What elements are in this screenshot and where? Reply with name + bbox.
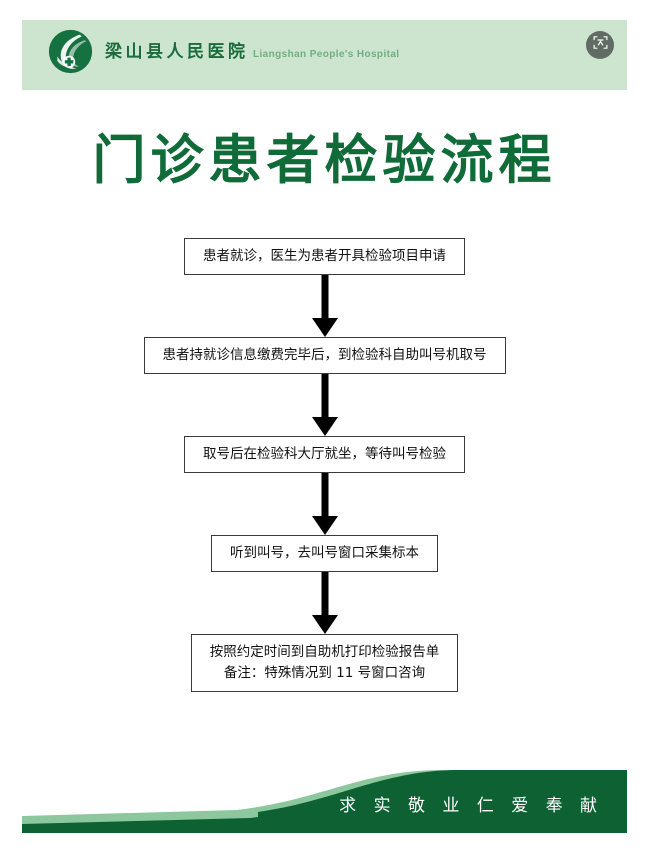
brand-name-en: Liangshan People's Hospital	[252, 48, 400, 60]
flow-step-text: 按照约定时间到自助机打印检验报告单	[209, 643, 440, 660]
down-arrow-icon	[22, 571, 627, 634]
poster-page: 梁山县人民医院 Liangshan People's Hospital 门诊患者…	[22, 20, 627, 838]
down-arrow-icon	[22, 274, 627, 337]
flow-step-text: 取号后在检验科大厅就坐，等待叫号检验	[203, 445, 446, 462]
page-title: 门诊患者检验流程	[92, 130, 557, 191]
arrow-shaft	[321, 373, 328, 419]
flow-step-5: 按照约定时间到自助机打印检验报告单 备注：特殊情况到 11 号窗口咨询	[22, 633, 627, 692]
arrow-head	[311, 317, 338, 337]
flow-step-text: 患者持就诊信息缴费完毕后，到检验科自助叫号机取号	[162, 346, 487, 363]
scan-translate-button[interactable]	[586, 31, 614, 59]
flow-box: 患者持就诊信息缴费完毕后，到检验科自助叫号机取号	[143, 336, 506, 374]
flow-step-4: 听到叫号，去叫号窗口采集标本	[22, 534, 627, 572]
arrow-shaft	[321, 274, 328, 320]
flow-step-text: 患者就诊，医生为患者开具检验项目申请	[203, 248, 446, 264]
footer-slogan: 求 实 敬 业 仁 爱 奉 献	[339, 796, 603, 816]
hospital-brand: 梁山县人民医院 Liangshan People's Hospital	[47, 28, 400, 75]
flow-box: 按照约定时间到自助机打印检验报告单 备注：特殊情况到 11 号窗口咨询	[190, 633, 459, 692]
flow-step-text: 听到叫号，去叫号窗口采集标本	[230, 544, 419, 561]
flow-step-1: 患者就诊，医生为患者开具检验项目申请	[22, 238, 627, 275]
arrow-shaft	[321, 571, 328, 617]
down-arrow-icon	[22, 373, 627, 436]
flow-step-2: 患者持就诊信息缴费完毕后，到检验科自助叫号机取号	[22, 336, 627, 374]
arrow-shaft	[321, 472, 328, 518]
poster-footer: 求 实 敬 业 仁 爱 奉 献	[22, 766, 627, 838]
arrow-head	[311, 614, 338, 634]
arrow-head	[311, 515, 338, 535]
brand-text-block: 梁山县人民医院 Liangshan People's Hospital	[105, 43, 400, 61]
flow-step-3: 取号后在检验科大厅就坐，等待叫号检验	[22, 435, 627, 473]
flow-box: 听到叫号，去叫号窗口采集标本	[211, 534, 438, 572]
poster-header: 梁山县人民医院 Liangshan People's Hospital	[22, 20, 627, 90]
hospital-swirl-cross-logo-icon	[47, 28, 94, 75]
brand-name-cn: 梁山县人民医院	[105, 41, 249, 61]
footer-swoosh-graphic	[22, 770, 627, 833]
flow-box: 患者就诊，医生为患者开具检验项目申请	[184, 238, 465, 275]
flow-step-note: 备注：特殊情况到 11 号窗口咨询	[223, 664, 426, 681]
arrow-head	[311, 416, 338, 436]
flowchart: 患者就诊，医生为患者开具检验项目申请 患者持就诊信息缴费完毕后，到检验科自助叫号…	[22, 238, 627, 692]
flow-box: 取号后在检验科大厅就坐，等待叫号检验	[184, 435, 465, 473]
scan-frame-icon	[592, 34, 609, 56]
down-arrow-icon	[22, 472, 627, 535]
